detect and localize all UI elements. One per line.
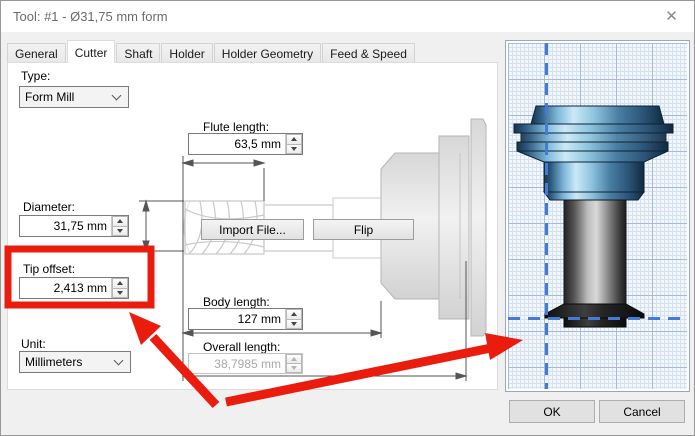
overall-length-spinner (285, 354, 302, 373)
tab-shaft[interactable]: Shaft (116, 43, 161, 62)
close-icon[interactable]: ✕ (665, 8, 678, 25)
type-value: Form Mill (25, 90, 75, 104)
spinner-up-icon[interactable] (112, 216, 128, 227)
tool-3d-render (513, 105, 674, 328)
spinner-up-icon[interactable] (286, 134, 302, 145)
spinner-up-icon (286, 354, 302, 364)
flute-length-input[interactable] (189, 134, 285, 154)
spinner-down-icon[interactable] (112, 226, 128, 236)
overall-length-field (188, 353, 303, 374)
spinner-down-icon[interactable] (286, 319, 302, 329)
tab-holder-geometry[interactable]: Holder Geometry (213, 43, 322, 62)
spinner-down-icon (286, 364, 302, 373)
flute-length-spinner (285, 134, 302, 154)
spinner-down-icon[interactable] (112, 288, 128, 298)
spinner-down-icon[interactable] (286, 144, 302, 154)
tip-offset-label: Tip offset: (23, 262, 76, 276)
body-length-field (188, 308, 303, 330)
tab-cutter[interactable]: Cutter (66, 40, 116, 63)
unit-value: Millimeters (25, 355, 83, 369)
spinner-up-icon[interactable] (112, 278, 128, 289)
import-file-button[interactable]: Import File... (201, 219, 304, 240)
overall-length-label: Overall length: (203, 340, 281, 354)
tab-strip: General Cutter Shaft Holder Holder Geome… (7, 40, 416, 63)
crosshair-vertical-line (545, 43, 548, 389)
unit-select[interactable]: Millimeters (19, 351, 131, 373)
flute-length-label: Flute length: (203, 120, 270, 134)
diameter-input[interactable] (20, 216, 111, 236)
ok-button[interactable]: OK (509, 400, 595, 423)
chevron-down-icon (113, 355, 124, 365)
preview-viewport[interactable] (508, 43, 687, 389)
body-length-spinner (285, 309, 302, 329)
chevron-down-icon (111, 90, 122, 100)
cancel-button[interactable]: Cancel (599, 400, 685, 423)
tool-preview-panel (505, 40, 690, 392)
flute-length-field (188, 133, 303, 155)
diameter-spinner (111, 216, 128, 236)
tab-feed-speed[interactable]: Feed & Speed (322, 43, 415, 62)
dialog-title: Tool: #1 - Ø31,75 mm form (13, 9, 168, 24)
crosshair-horizontal-line (508, 317, 687, 320)
tip-offset-field (19, 277, 129, 299)
tip-offset-input[interactable] (20, 278, 111, 298)
diameter-label: Diameter: (23, 200, 76, 214)
type-label: Type: (21, 69, 51, 83)
tab-holder[interactable]: Holder (161, 43, 213, 62)
tab-general[interactable]: General (7, 43, 66, 62)
diameter-field (19, 215, 129, 237)
title-bar: Tool: #1 - Ø31,75 mm form ✕ (1, 1, 694, 32)
body-length-label: Body length: (203, 295, 270, 309)
spinner-up-icon[interactable] (286, 309, 302, 320)
type-select[interactable]: Form Mill (19, 86, 129, 108)
unit-label: Unit: (21, 337, 46, 351)
overall-length-input (189, 354, 285, 373)
flip-button[interactable]: Flip (313, 219, 414, 240)
tip-offset-spinner (111, 278, 128, 298)
body-length-input[interactable] (189, 309, 285, 329)
